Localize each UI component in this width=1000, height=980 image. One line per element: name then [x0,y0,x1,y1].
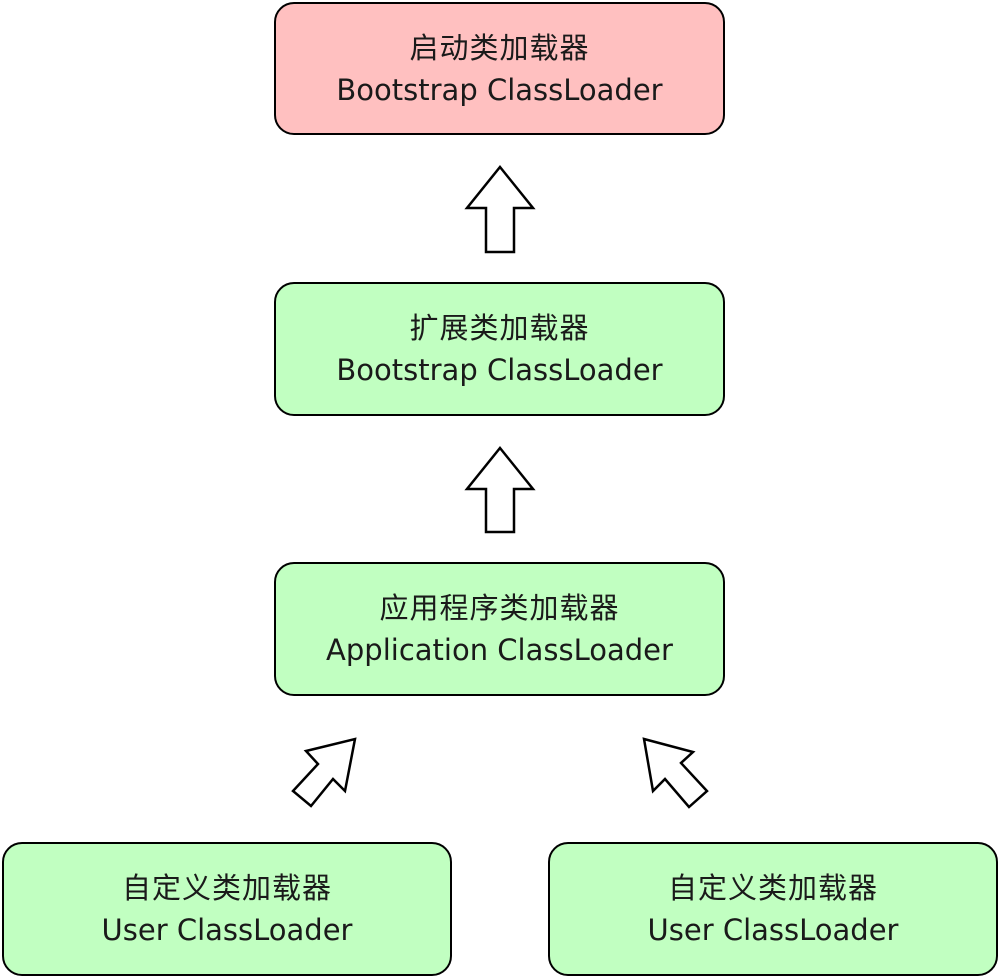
user-classloader-left-subtitle: User ClassLoader [101,913,353,947]
arrow-extension-to-bootstrap [464,165,536,254]
user-classloader-right-box: 自定义类加载器 User ClassLoader [548,842,998,976]
user-classloader-right-title: 自定义类加载器 [667,871,878,905]
extension-classloader-subtitle: Bootstrap ClassLoader [336,353,663,387]
application-classloader-subtitle: Application ClassLoader [326,633,673,667]
user-classloader-right-subtitle: User ClassLoader [647,913,899,947]
arrow-application-to-extension [464,446,536,534]
application-classloader-title: 应用程序类加载器 [379,591,620,625]
arrow-user-left-to-application [291,737,357,808]
bootstrap-classloader-box: 启动类加载器 Bootstrap ClassLoader [274,2,725,135]
application-classloader-box: 应用程序类加载器 Application ClassLoader [274,562,725,696]
extension-classloader-title: 扩展类加载器 [409,311,590,345]
bootstrap-classloader-subtitle: Bootstrap ClassLoader [336,72,663,107]
bootstrap-classloader-title: 启动类加载器 [409,30,590,65]
arrow-user-right-to-application [642,737,709,809]
extension-classloader-box: 扩展类加载器 Bootstrap ClassLoader [274,282,725,416]
user-classloader-left-title: 自定义类加载器 [121,871,332,905]
user-classloader-left-box: 自定义类加载器 User ClassLoader [2,842,452,976]
